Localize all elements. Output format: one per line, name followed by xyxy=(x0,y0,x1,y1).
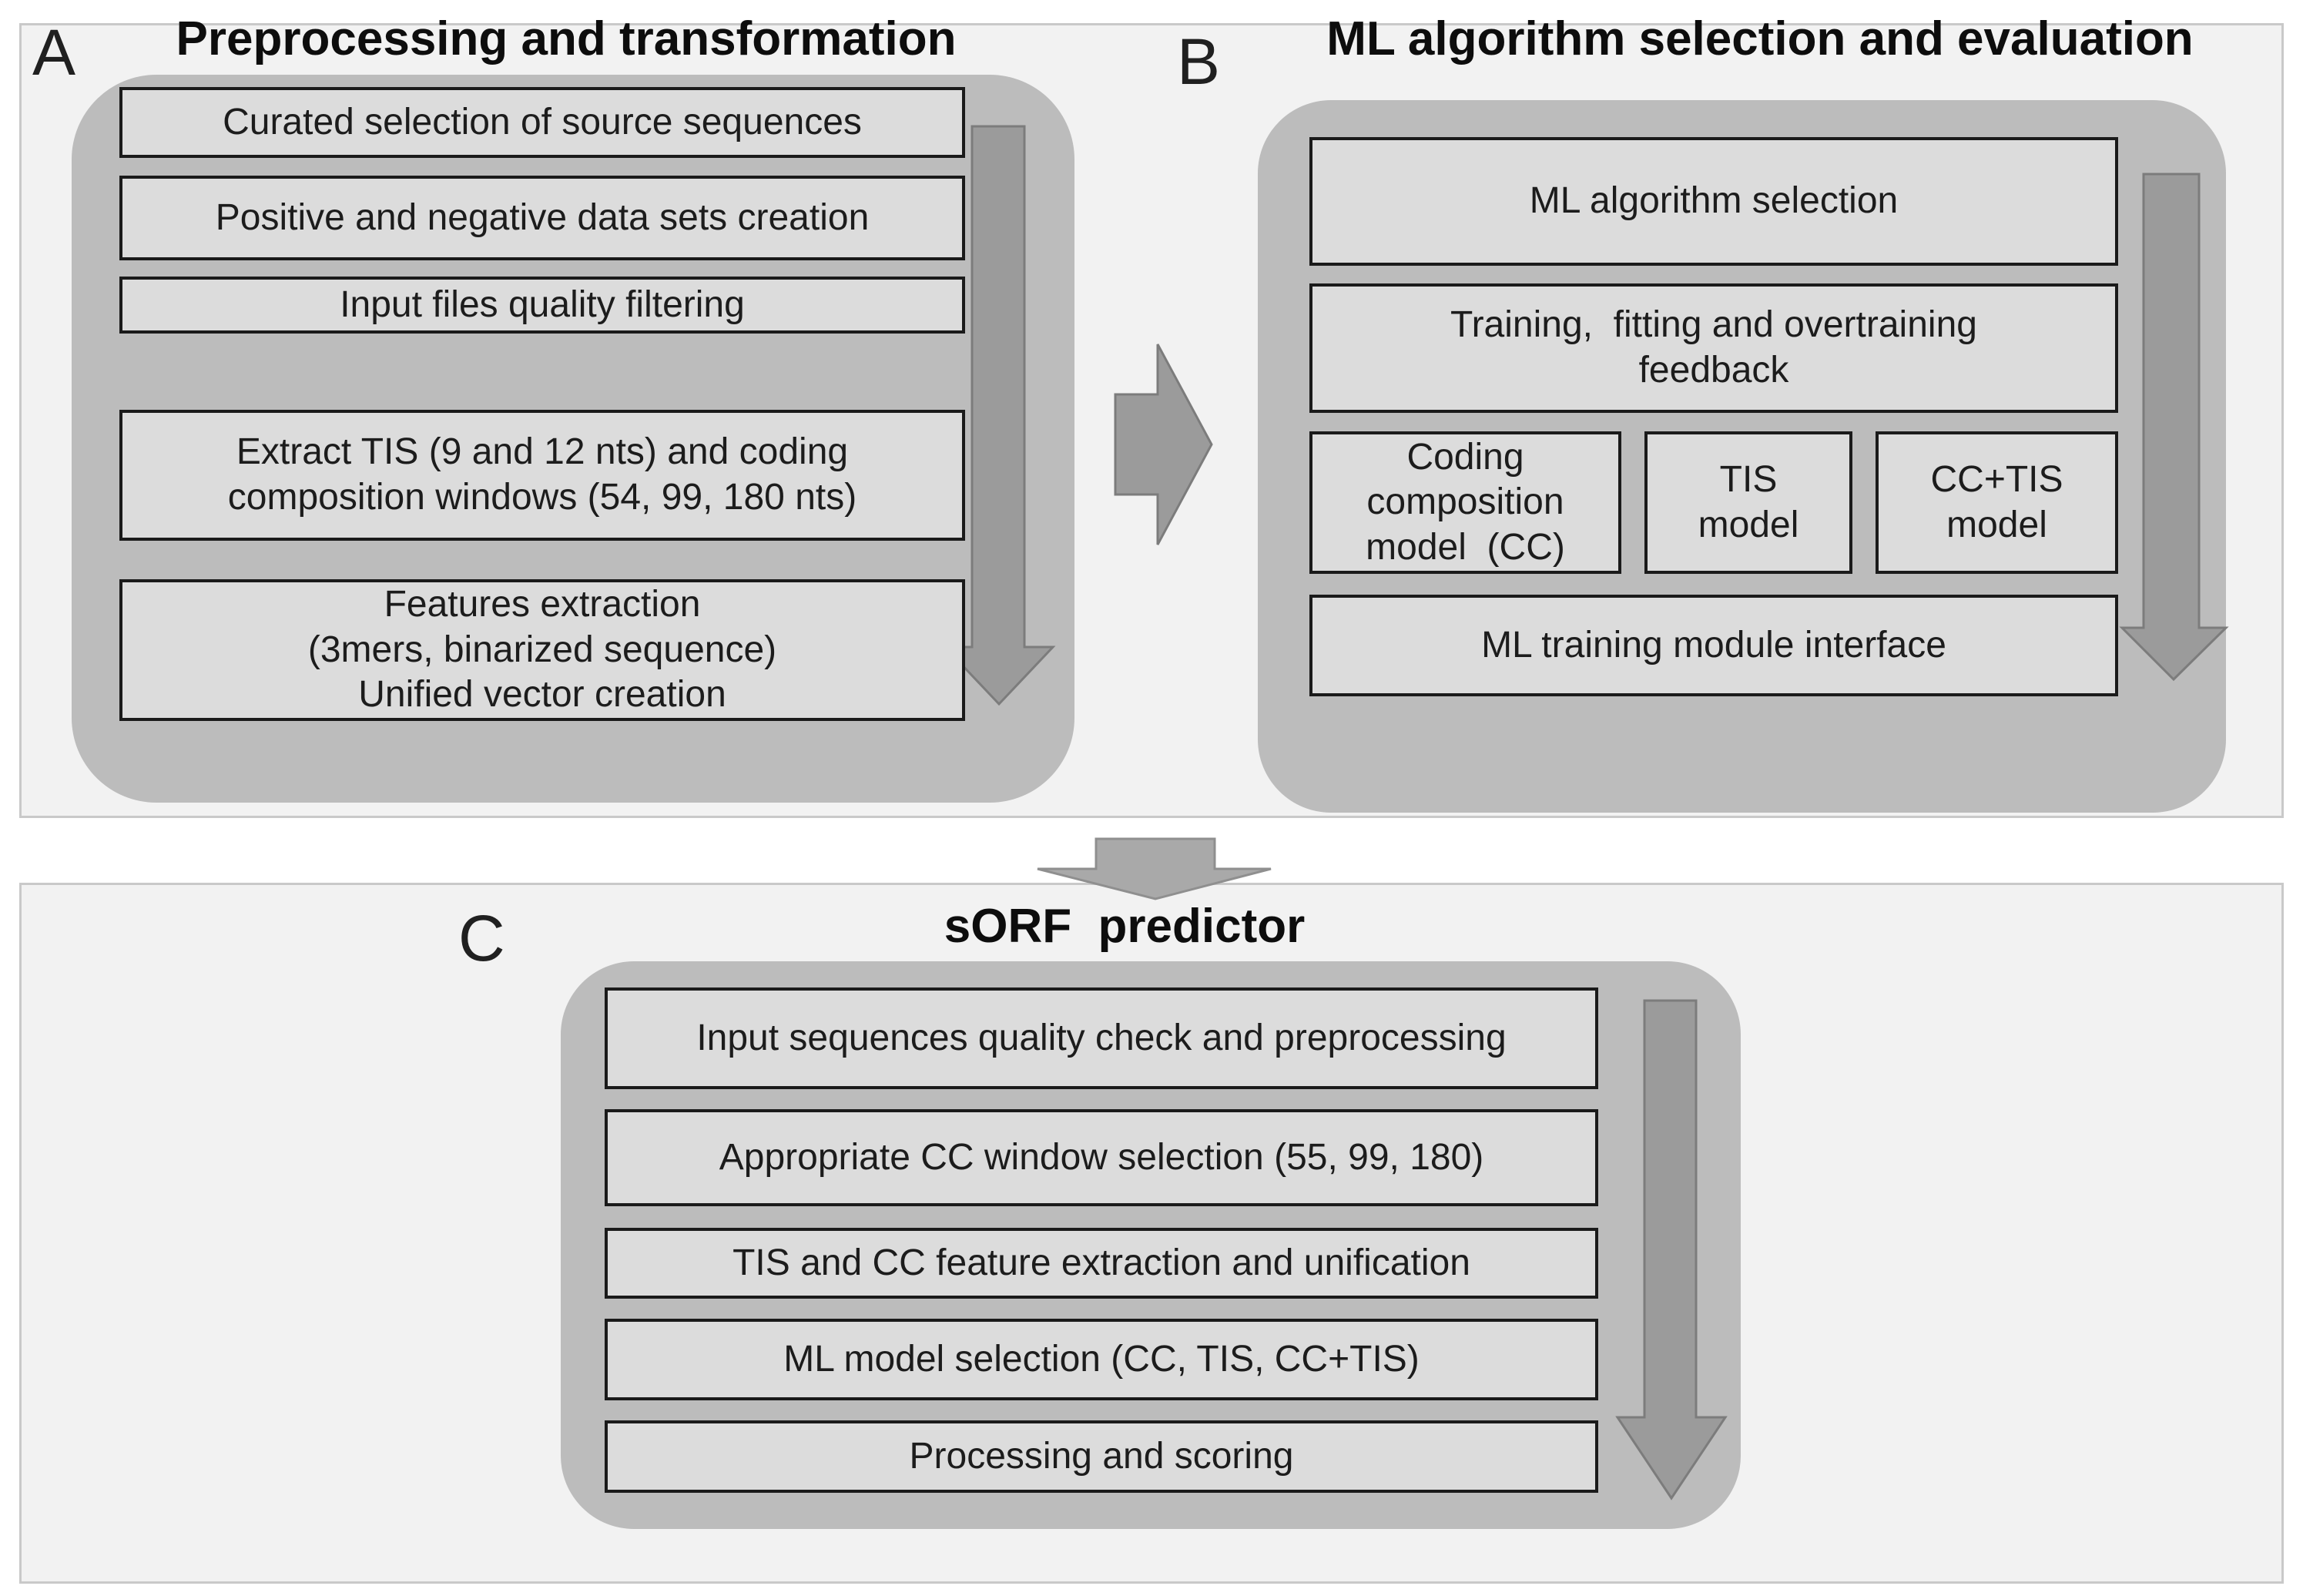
panel-c-down-arrow-icon xyxy=(1615,999,1728,1500)
panel-c-label: C xyxy=(458,902,505,974)
panel-a-title: Preprocessing and transformation xyxy=(176,12,957,65)
flow-step-box: ML algorithm selection xyxy=(1309,137,2118,266)
panel-b-title: ML algorithm selection and evaluation xyxy=(1326,12,2194,65)
panel-b-label: B xyxy=(1177,25,1221,98)
flow-step-box: TIS and CC feature extraction and unific… xyxy=(605,1228,1598,1299)
flow-step-box: ML training module interface xyxy=(1309,595,2118,696)
flow-step-box: ML model selection (CC, TIS, CC+TIS) xyxy=(605,1319,1598,1400)
panel-a-to-b-right-arrow-icon xyxy=(1114,344,1213,545)
flow-step-box: Input files quality filtering xyxy=(119,277,965,334)
model-box-cc: Coding composition model (CC) xyxy=(1309,431,1621,574)
flow-step-box: Training, fitting and overtraining feedb… xyxy=(1309,283,2118,413)
flow-step-box: Processing and scoring xyxy=(605,1420,1598,1493)
flow-step-box: Curated selection of source sequences xyxy=(119,87,965,158)
panel-a-label: A xyxy=(32,16,76,89)
flow-step-box: Positive and negative data sets creation xyxy=(119,176,965,260)
panel-a-down-arrow-icon xyxy=(942,125,1056,706)
top-to-c-down-arrow-icon xyxy=(1037,837,1272,900)
flow-step-box: Input sequences quality check and prepro… xyxy=(605,987,1598,1089)
flow-step-box: Extract TIS (9 and 12 nts) and coding co… xyxy=(119,410,965,541)
panel-b-down-arrow-icon xyxy=(2119,173,2229,682)
model-box-tis: TIS model xyxy=(1644,431,1852,574)
flow-step-box: Appropriate CC window selection (55, 99,… xyxy=(605,1109,1598,1206)
flow-step-box: Features extraction (3mers, binarized se… xyxy=(119,579,965,721)
panel-c-title: sORF predictor xyxy=(944,900,1306,953)
model-box-cc-tis: CC+TIS model xyxy=(1876,431,2118,574)
